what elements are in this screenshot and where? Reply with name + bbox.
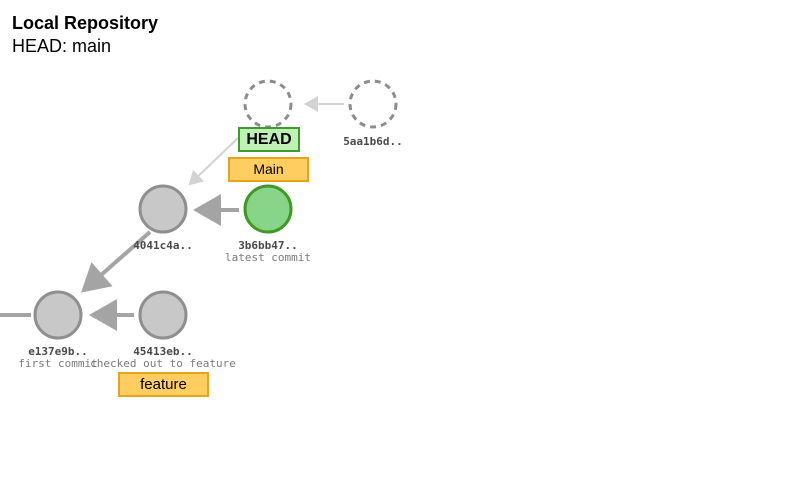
commit-node-5aa1b6d[interactable] [348,79,398,129]
commit-sha-5aa1b6d: 5aa1b6d.. [343,135,403,148]
repository-header: Local Repository HEAD: main [12,12,158,58]
commit-node-3b6bb47[interactable] [243,184,293,234]
commit-sha-3b6bb47: 3b6bb47.. [238,239,298,252]
edge-4041c4a-to-e137e9b [80,230,152,293]
commit-message-45413eb: checked out to feature [90,357,236,370]
commit-node-4041c4a[interactable] [138,184,188,234]
branch-label-main[interactable]: Main [228,157,309,182]
commit-node-45413eb[interactable] [138,290,188,340]
commit-node-ghost[interactable] [243,79,293,129]
commit-sha-e137e9b: e137e9b.. [28,345,88,358]
commit-sha-4041c4a: 4041c4a.. [133,239,193,252]
head-status: HEAD: main [12,36,112,56]
page-title: Local Repository [12,13,159,33]
branch-label-feature[interactable]: feature [118,372,209,397]
commit-node-e137e9b[interactable] [33,290,83,340]
head-label[interactable]: HEAD [238,127,300,152]
edge-ghost-to-4041c4a [188,137,239,186]
commit-message-e137e9b: first commit [18,357,97,370]
commit-message-3b6bb47: latest commit [225,251,311,264]
commit-sha-45413eb: 45413eb.. [133,345,193,358]
